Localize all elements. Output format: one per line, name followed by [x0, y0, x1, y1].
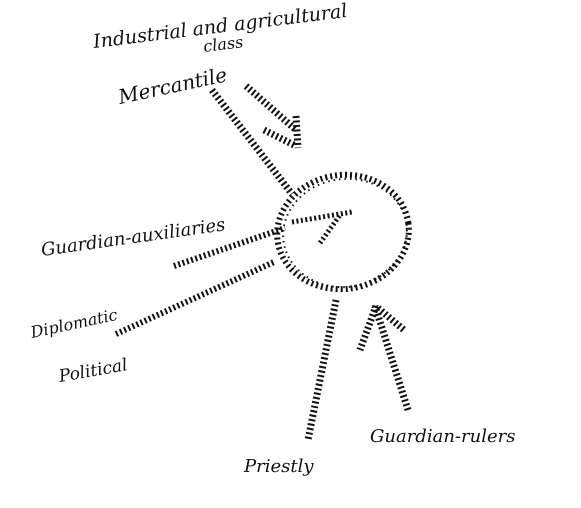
diplomatic-line: [114, 259, 276, 337]
central-circle: [274, 171, 412, 293]
inner-arrow: [291, 209, 353, 245]
auxiliaries-line: [173, 225, 286, 269]
label-guardian-rulers: Guardian-rulers: [370, 426, 515, 447]
priestly-line: [304, 299, 340, 441]
label-diplomatic: Diplomatic: [28, 305, 119, 342]
label-class: class: [202, 32, 244, 56]
mercantile-arrow: [209, 83, 302, 197]
label-mercantile: Mercantile: [115, 62, 229, 109]
label-political: Political: [56, 355, 129, 387]
rulers-arrow: [356, 304, 412, 412]
label-guardian-auxiliaries: Guardian-auxiliaries: [40, 214, 227, 261]
label-priestly: Priestly: [243, 456, 314, 477]
